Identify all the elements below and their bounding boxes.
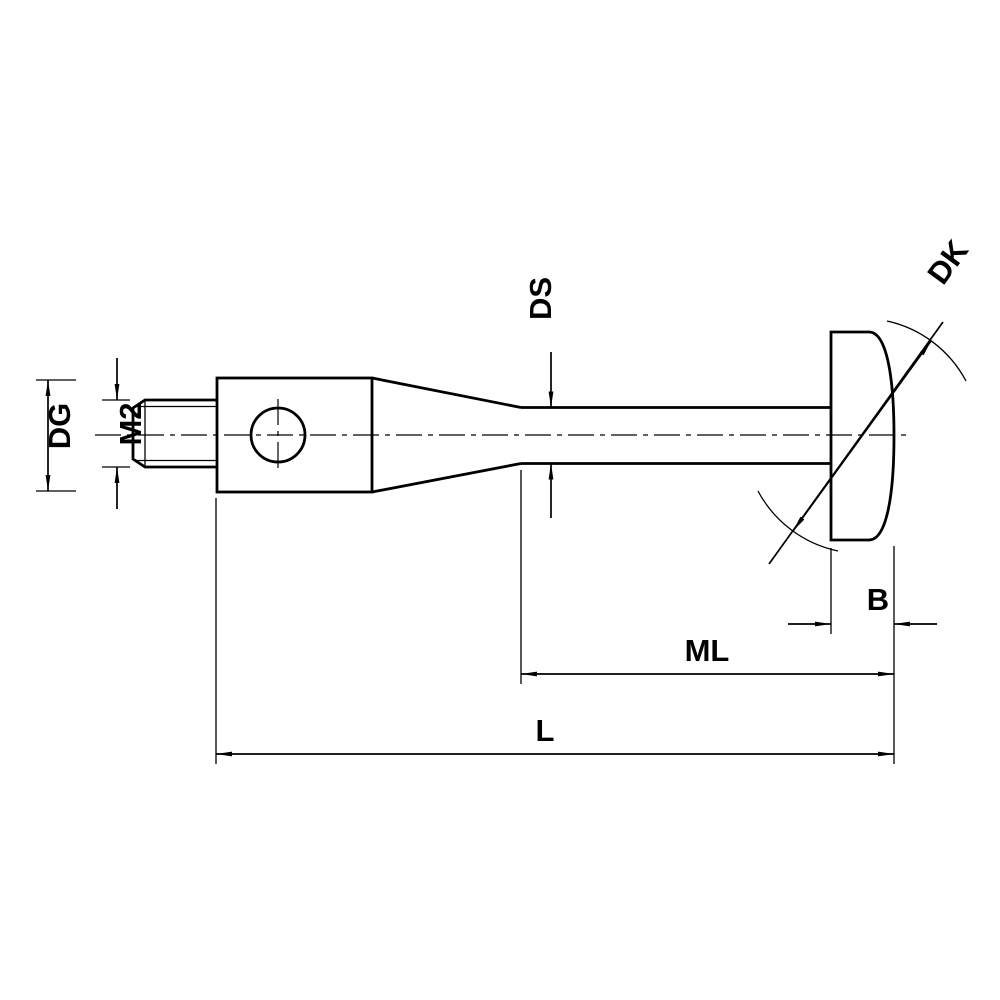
dim-ds: DS [523, 277, 558, 518]
dim-label-l: L [536, 713, 555, 748]
dim-label-dk: DK [920, 233, 975, 290]
dk-arrow-top [861, 340, 932, 437]
dk-witness-arc-top [886, 320, 967, 382]
dim-m2: M2 [102, 358, 148, 509]
dim-label-m2: M2 [113, 402, 148, 445]
dim-dg: DG [36, 379, 77, 492]
dim-ml: ML [520, 470, 894, 684]
thread-outline [131, 398, 217, 469]
dim-label-ml: ML [685, 633, 730, 668]
dim-label-ds: DS [523, 277, 558, 320]
dim-dk: DK [757, 233, 975, 565]
stylus-body [215, 376, 374, 494]
dk-arrow-bottom [792, 435, 863, 532]
taper-top-line [371, 376, 522, 409]
disc-tip [829, 330, 896, 542]
taper-bottom-line [371, 462, 522, 494]
dk-witness-arc-bottom [757, 490, 839, 552]
taper-section [371, 376, 522, 494]
thread-stud [131, 398, 217, 469]
body-outline [215, 376, 374, 494]
dim-label-dg: DG [42, 403, 77, 450]
dim-l: L [215, 498, 894, 764]
stem [521, 406, 831, 465]
dim-label-b: B [867, 582, 889, 617]
dim-b: B [788, 546, 937, 764]
